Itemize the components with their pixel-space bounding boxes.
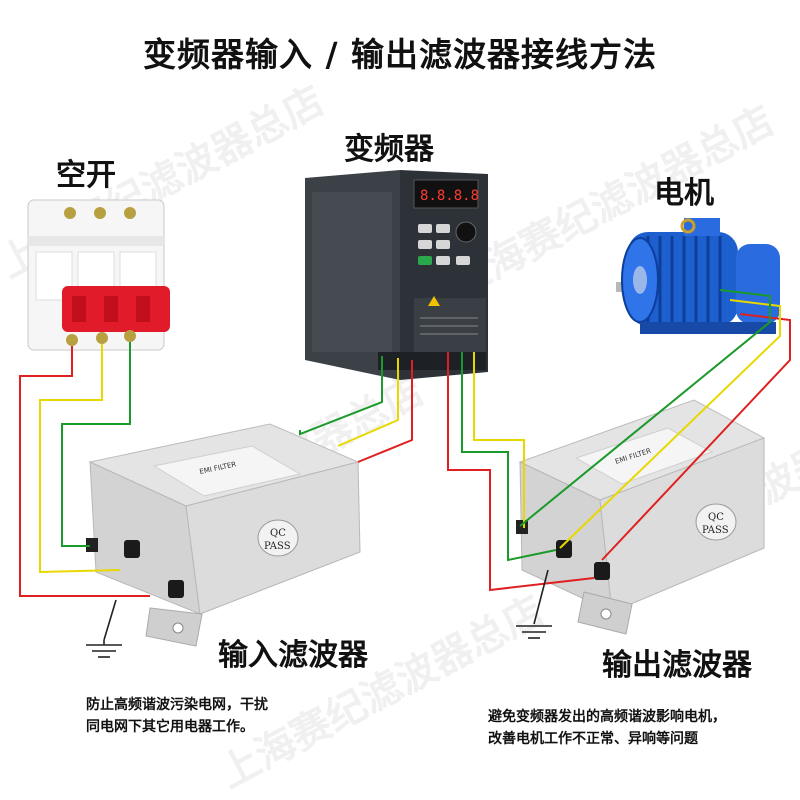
output-note-line: 改善电机工作不正常、异响等问题 <box>488 731 698 747</box>
pass-badge: PASS <box>702 525 729 536</box>
output-note-line: 避免变频器发出的高频谐波影响电机， <box>488 709 726 725</box>
inverter-icon: 8.8.8.8 <box>305 170 488 380</box>
input-filter-label: 输入滤波器 <box>218 638 368 673</box>
motor-label: 电机 <box>654 176 714 211</box>
inverter-label: 变频器 <box>344 132 434 167</box>
input-note-line: 同电网下其它用电器工作。 <box>86 719 254 735</box>
motor-icon <box>616 218 780 334</box>
output-filter-note: 避免变频器发出的高频谐波影响电机， 改善电机工作不正常、异响等问题 <box>488 706 726 750</box>
qc-badge: QC <box>708 512 724 523</box>
output-filter-label: 输出滤波器 <box>602 648 752 683</box>
wires-breaker-to-filter <box>19 342 150 597</box>
inverter-display: 8.8.8.8 <box>420 188 479 204</box>
qc-badge: QC <box>270 528 286 539</box>
breaker-label: 空开 <box>56 158 116 193</box>
pass-badge: PASS <box>264 541 291 552</box>
input-filter-note: 防止高频谐波污染电网，干扰 同电网下其它用电器工作。 <box>86 694 268 738</box>
wires-filter-to-motor <box>519 289 791 561</box>
input-filter-icon: EMI FILTER QC PASS <box>86 423 361 647</box>
ground-icon <box>516 569 552 639</box>
page-title: 变频器输入 / 输出滤波器接线方法 <box>142 35 658 74</box>
wires-inverter-to-filter <box>447 352 595 592</box>
output-filter-icon: EMI FILTER QC PASS <box>516 399 766 635</box>
breaker-icon <box>27 199 170 351</box>
wires-filter-to-inverter <box>299 356 413 463</box>
input-note-line: 防止高频谐波污染电网，干扰 <box>86 697 268 713</box>
ground-icon <box>86 599 122 658</box>
